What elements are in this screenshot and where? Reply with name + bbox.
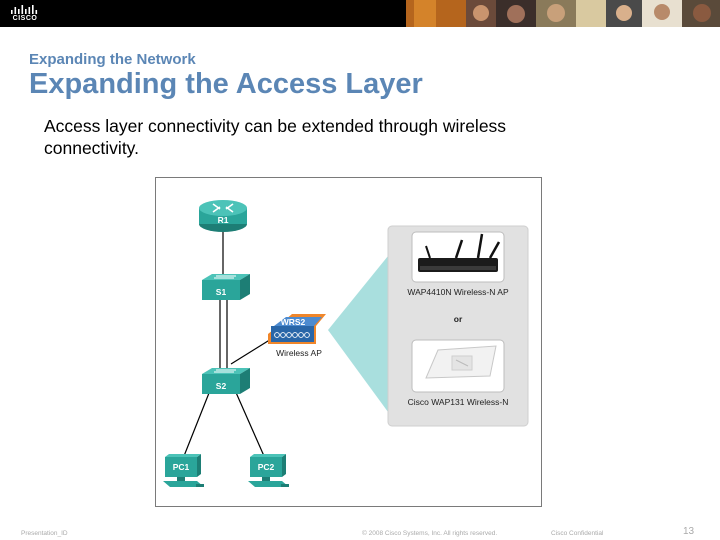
ceiling-ap-icon — [425, 345, 497, 379]
page-number: 13 — [683, 526, 695, 537]
ap1-caption: WAP4410N Wireless-N AP — [407, 287, 509, 297]
pc1: PC1 — [163, 454, 204, 487]
network-diagram: WAP4410N Wireless-N AP or Cisco WAP131 W… — [155, 177, 542, 507]
wireless-ap-label: Wireless AP — [276, 348, 322, 358]
slide-subtitle: Expanding the Network — [29, 51, 196, 68]
slide-title: Expanding the Access Layer — [29, 68, 423, 100]
footer-copyright: © 2008 Cisco Systems, Inc. All rights re… — [362, 530, 498, 537]
or-text: or — [454, 314, 463, 324]
wireless-ap-wrs2: WRS2 — [268, 314, 326, 344]
pc1-label: PC1 — [173, 462, 190, 472]
switch-arrows-icon — [214, 369, 236, 373]
ports-icon — [274, 332, 310, 338]
people-banner — [406, 0, 720, 27]
callout-wedge — [328, 256, 388, 412]
wrs-label: WRS2 — [281, 317, 306, 327]
s2-pc2-link — [233, 387, 265, 457]
ap2-caption: Cisco WAP131 Wireless-N — [408, 397, 509, 407]
logo-text: CISCO — [12, 15, 38, 22]
router-label: R1 — [218, 215, 229, 225]
switch-s2: S2 — [202, 368, 250, 394]
router-arrows-icon — [212, 203, 234, 213]
footer-presentation-id: Presentation_ID — [21, 530, 68, 537]
switch-arrows-icon — [214, 275, 236, 279]
wireless-router-icon — [418, 233, 501, 272]
pc2: PC2 — [248, 454, 289, 487]
switch-s1: S1 — [202, 274, 250, 300]
slide-body-text: Access layer connectivity can be extende… — [44, 116, 507, 158]
cisco-logo: CISCO — [8, 4, 42, 24]
switch1-label: S1 — [216, 287, 227, 297]
s2-pc1-link — [183, 387, 212, 457]
router-r1: R1 — [199, 200, 247, 232]
footer-confidential: Cisco Confidential — [551, 530, 604, 537]
switch2-label: S2 — [216, 381, 227, 391]
pc2-label: PC2 — [258, 462, 275, 472]
top-bar: CISCO — [0, 0, 720, 27]
